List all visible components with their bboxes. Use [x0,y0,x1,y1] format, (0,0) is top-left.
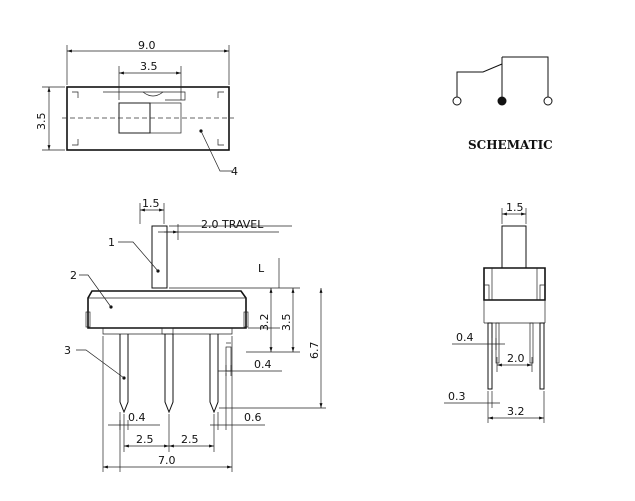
front-pin-right [209,334,219,414]
dim-top-height: 3.5 [35,113,48,131]
dim-side-pitch: 2.0 [507,352,525,365]
side-pin-right [539,322,545,390]
callout-2: 2 [70,269,77,282]
front-view-housing [87,290,247,329]
dim-side-pin: 0.4 [456,331,474,344]
dim-pin-width-right: 0.4 [254,358,272,371]
dim-pitch-1: 2.5 [136,433,154,446]
dim-top-width: 9.0 [138,39,156,52]
dim-body-h: 3.2 [258,314,271,332]
callout-1: 1 [108,236,115,249]
callout-3: 3 [64,344,71,357]
dim-end-pin: 0.6 [244,411,262,424]
dim-lever-length: L [258,262,265,275]
schematic-terminal-left [452,96,462,106]
front-view: 1.5 2.0 TRAVEL 1 2 3 L 3.2 3.5 6.7 [64,197,326,472]
dim-top-inner: 3.5 [140,60,158,73]
side-view-housing [483,267,546,301]
schematic-terminal-right [543,96,553,106]
callout-4: 4 [231,165,238,178]
top-view: 9.0 3.5 3.5 4 [35,39,238,178]
front-view-lever [151,225,168,289]
dim-travel: 2.0 TRAVEL [201,218,264,231]
schematic-terminal-common [497,96,507,106]
dim-pitch-2: 2.5 [181,433,199,446]
schematic: SCHEMATIC [452,56,553,152]
side-view-lever [501,225,527,269]
top-view-corner-marks [72,91,224,146]
side-view: 1.5 0.4 2.0 0.3 3.2 [444,201,546,423]
dim-overall-h: 6.7 [308,342,321,360]
dim-pin-width: 0.4 [128,411,146,424]
dim-side-lever: 1.5 [506,201,524,214]
side-pin-left [487,322,493,390]
front-pin-center [164,334,174,414]
leader-callout-2 [79,274,112,308]
top-view-body [66,86,230,151]
top-view-slot [103,91,186,101]
dim-overall-w: 7.0 [158,454,176,467]
front-end-pin [225,346,232,372]
front-pin-left [119,334,129,414]
dim-front-lever: 1.5 [142,197,160,210]
dim-side-pin-thickness: 0.3 [448,390,466,403]
leader-callout-1 [118,241,159,272]
dim-total-h: 3.5 [280,314,293,332]
leader-callout-3 [76,349,125,379]
dim-side-body: 3.2 [507,405,525,418]
schematic-title: SCHEMATIC [468,138,553,152]
leader-callout-4 [200,130,232,172]
